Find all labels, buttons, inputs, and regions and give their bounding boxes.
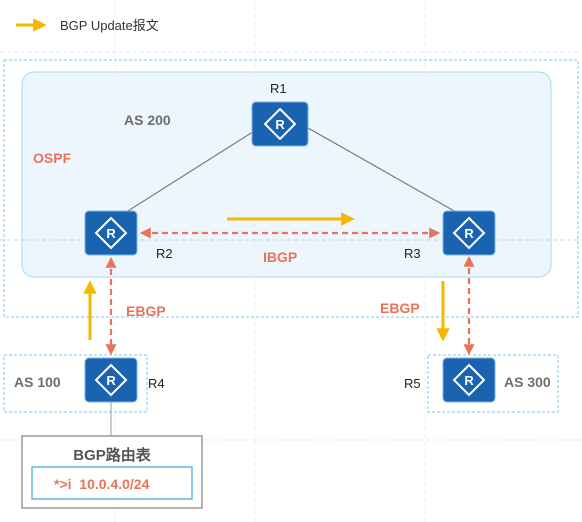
router-r4[interactable]: R [84,357,138,403]
router-label-r3: R3 [404,246,421,261]
ebgp-left-label: EBGP [126,303,166,319]
routing-table-title: BGP路由表 [73,446,152,464]
router-r5[interactable]: R [442,357,496,403]
svg-text:R: R [106,226,116,241]
as100-label: AS 100 [14,374,61,390]
as200-outer-boundary [3,59,579,318]
router-r2[interactable]: R [84,210,138,256]
router-label-r2: R2 [156,246,173,261]
router-label-r1: R1 [270,81,287,96]
as300-boundary [427,354,559,413]
legend-label: BGP Update报文 [60,18,159,33]
router-icon: R [84,357,138,403]
svg-text:R: R [275,117,285,132]
as200-label: AS 200 [124,112,171,128]
as100-boundary [3,354,148,413]
router-icon: R [251,101,309,147]
router-label-r4: R4 [148,376,165,391]
as300-label: AS 300 [504,374,551,390]
router-icon: R [442,357,496,403]
ospf-label: OSPF [33,150,72,166]
router-icon: R [84,210,138,256]
link-r1-r2 [119,127,260,217]
router-r3[interactable]: R [442,210,496,256]
routing-table-entry-box [31,466,193,500]
router-icon: R [442,210,496,256]
link-r1-r3 [300,123,457,213]
ebgp-right-label: EBGP [380,300,420,316]
svg-text:R: R [464,373,474,388]
router-label-r5: R5 [404,376,421,391]
svg-text:R: R [106,373,116,388]
router-r1[interactable]: R [251,101,309,147]
bgp-routing-table: BGP路由表 *>i 10.0.4.0/24 [21,435,203,509]
svg-text:R: R [464,226,474,241]
as200-area [21,71,552,278]
routing-table-entry: *>i 10.0.4.0/24 [54,476,150,492]
ibgp-label: IBGP [263,249,297,265]
